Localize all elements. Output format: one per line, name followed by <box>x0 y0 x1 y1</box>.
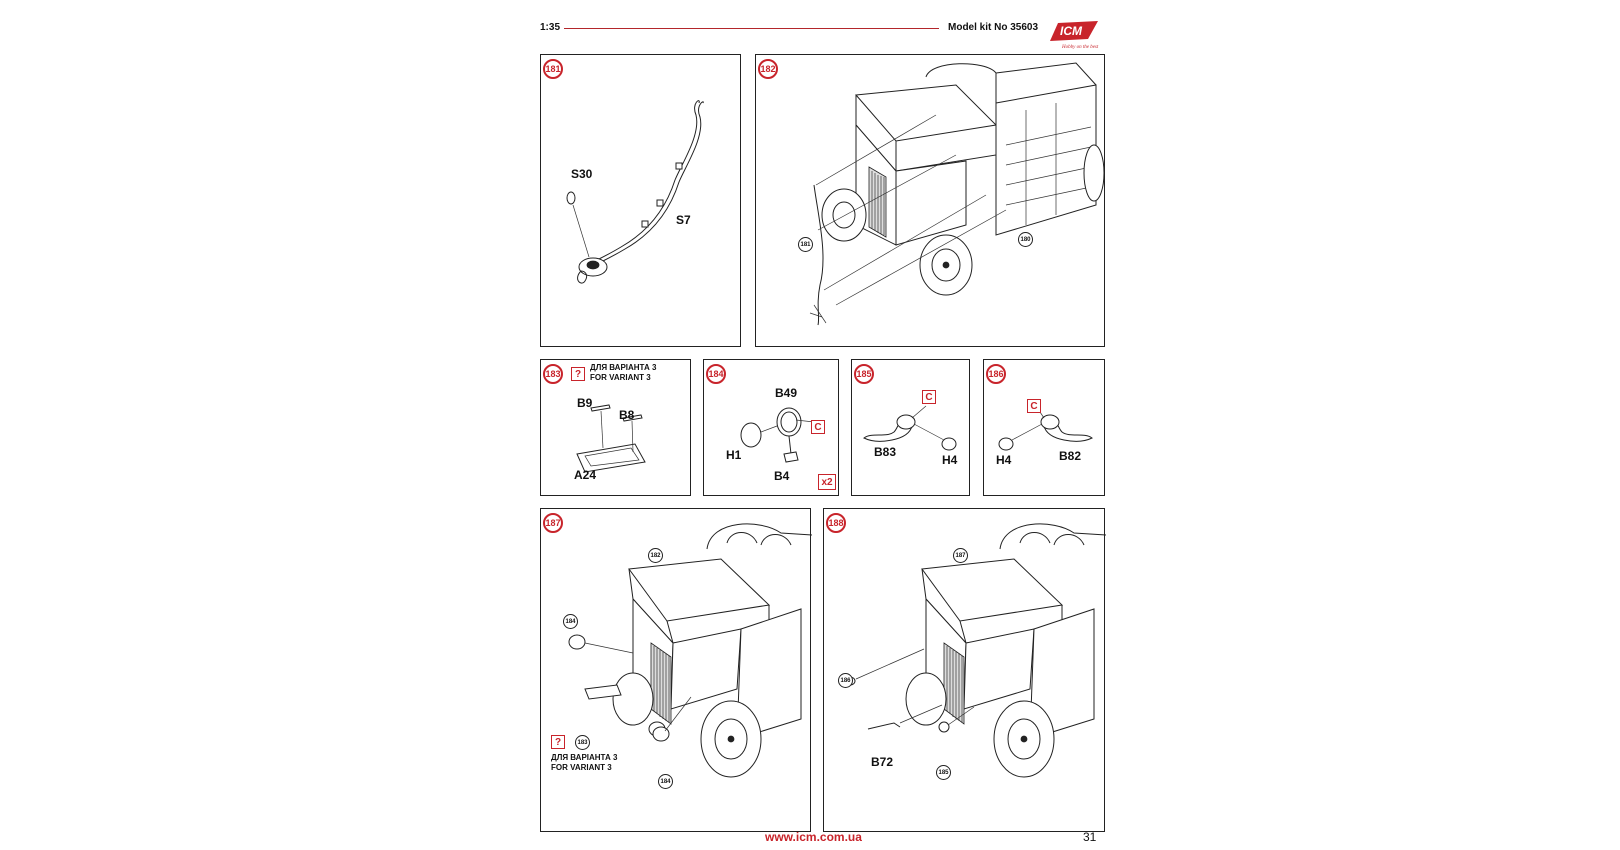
variant-note-en: FOR VARIANT 3 <box>590 373 651 382</box>
step-186-panel: 186 C H4 B82 <box>983 359 1105 496</box>
variant-note-ua: ДЛЯ ВАРІАНТА 3 <box>551 753 618 762</box>
ref-step-180: 180 <box>1018 232 1033 247</box>
kit-number: Model kit No 35603 <box>948 22 1039 33</box>
hose-assembly-drawing <box>566 100 704 284</box>
step-number-badge: 185 <box>854 364 874 384</box>
ref-step-183: 183 <box>575 735 590 750</box>
part-b72: B72 <box>871 755 894 769</box>
ref-step-186: 186 <box>838 673 853 688</box>
paint-code-c: C <box>811 420 825 434</box>
ref-step-185: 185 <box>936 765 951 780</box>
scale-label: 1:35 <box>540 22 561 33</box>
variant-icon: ? <box>571 367 585 381</box>
paint-code-c: C <box>1027 399 1041 413</box>
step-number-badge: 182 <box>758 59 778 79</box>
part-b49: B49 <box>775 386 798 400</box>
plate-drawing <box>576 404 646 473</box>
variant-icon: ? <box>551 735 565 749</box>
step-187-panel: 187 182 184 ? 183 ДЛЯ ВАРІАНТА 3 FOR VAR… <box>540 508 813 832</box>
paint-code-c: C <box>922 390 936 404</box>
part-s7: S7 <box>676 213 691 227</box>
ref-step-184: 184 <box>563 614 578 629</box>
website-link[interactable]: www.icm.com.ua <box>765 830 862 844</box>
part-h1: H1 <box>726 448 742 462</box>
truck-front-drawing <box>568 523 813 778</box>
svg-text:Hobby on the best: Hobby on the best <box>1061 45 1099 50</box>
side-light-drawing <box>998 405 1093 451</box>
step-188-panel: 188 187 186 B72 185 <box>823 508 1107 832</box>
step-182-panel: 182 181 180 <box>755 54 1105 347</box>
svg-text:ICM: ICM <box>1060 24 1083 38</box>
page-number: 31 <box>1083 830 1097 844</box>
step-number-badge: 187 <box>543 513 563 533</box>
part-b4: B4 <box>774 469 790 483</box>
step-number-badge: 186 <box>986 364 1006 384</box>
quantity-multiplier: x2 <box>818 474 836 490</box>
variant-note-en: FOR VARIANT 3 <box>551 763 612 772</box>
part-b8: B8 <box>619 408 635 422</box>
header-rule <box>564 28 939 29</box>
part-b83: B83 <box>874 445 897 459</box>
part-b82: B82 <box>1059 449 1082 463</box>
headlight-drawing <box>740 407 815 463</box>
step-183-panel: 183 ? ДЛЯ ВАРІАНТА 3 FOR VARIANT 3 B9 B8… <box>540 359 691 496</box>
ref-step-182: 182 <box>648 548 663 563</box>
part-a24: A24 <box>574 468 597 482</box>
part-s30: S30 <box>571 167 593 181</box>
side-light-drawing <box>863 405 957 451</box>
step-184-panel: 184 B49 H1 B4 C x2 <box>703 359 839 496</box>
step-number-badge: 183 <box>543 364 563 384</box>
step-number-badge: 181 <box>543 59 563 79</box>
ref-step-184: 184 <box>658 774 673 789</box>
step-number-badge: 188 <box>826 513 846 533</box>
part-b9: B9 <box>577 396 593 410</box>
icm-logo: ICM Hobby on the best <box>1048 17 1100 51</box>
variant-note-ua: ДЛЯ ВАРІАНТА 3 <box>590 363 657 372</box>
step-number-badge: 184 <box>706 364 726 384</box>
step-185-panel: 185 C B83 H4 <box>851 359 970 496</box>
icm-logo-graphic: ICM Hobby on the best <box>1050 21 1099 50</box>
part-h4: H4 <box>996 453 1012 467</box>
step-181-panel: 181 S30 S7 <box>540 54 741 347</box>
part-h4: H4 <box>942 453 958 467</box>
ref-step-181: 181 <box>798 237 813 252</box>
ref-step-187: 187 <box>953 548 968 563</box>
truck-cab-drawing <box>809 62 1105 326</box>
truck-front-drawing <box>844 523 1107 778</box>
